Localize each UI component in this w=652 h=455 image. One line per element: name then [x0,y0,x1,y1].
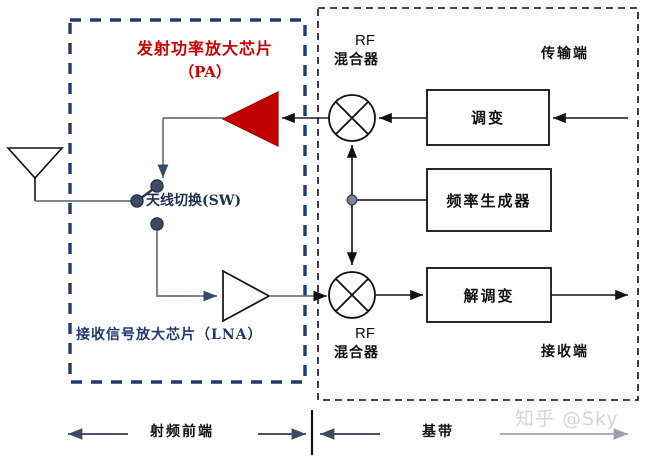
demodulator-block-label: 解调变 [463,286,515,305]
tx-rf-mixer-symbol [328,94,376,142]
tx-mixer-label-cn: 混合器 [334,52,379,68]
lo-junction-node [346,194,358,206]
pa-label-line1: 发射功率放大芯片 [136,39,273,58]
rx-rf-mixer-symbol [328,271,376,319]
switch-throw-rx [150,217,164,231]
modulator-block [426,89,550,146]
pa-amplifier-symbol [221,91,279,147]
demodulator-block [426,267,552,323]
baseband-section-label: 基带 [422,424,454,440]
watermark: 知乎 @Sky [515,408,619,430]
switch-throw-tx [150,179,164,193]
receive-end-label: 接收端 [541,344,589,360]
antenna-switch [130,179,164,231]
lna-amplifier-symbol [222,269,271,323]
frequency-generator-block-label: 频率生成器 [446,191,532,210]
antenna-switch-label: 天线切换(SW) [146,193,242,209]
transmit-end-label: 传输端 [541,46,589,62]
baseband-boundary [317,7,639,401]
pa-label-line2: （PA） [179,63,231,81]
rf-frontend-section-label: 射频前端 [150,424,214,440]
lna-label: 接收信号放大芯片（LNA） [76,327,263,343]
switch-common-node [130,194,144,208]
rx-mixer-label-cn: 混合器 [334,345,379,361]
rx-mixer-label-en: RF [355,325,375,342]
frequency-generator-block [426,168,552,232]
antenna-icon [6,147,64,201]
tx-mixer-label-en: RF [355,32,375,49]
modulator-block-label: 调变 [470,109,505,127]
wire-switch-to-lna [156,231,217,302]
